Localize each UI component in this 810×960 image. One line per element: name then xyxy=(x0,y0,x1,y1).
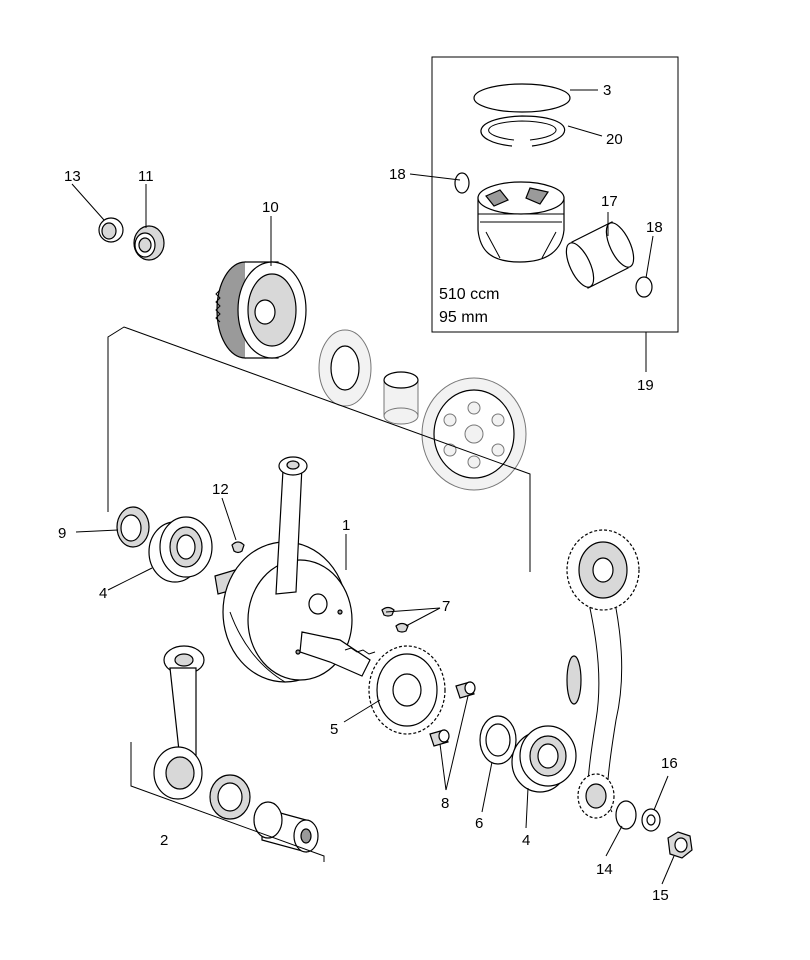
callout-labels: 3 20 18 17 18 510 ccm 95 mm 19 13 11 10 … xyxy=(58,82,678,904)
piston-ring-top xyxy=(473,83,571,113)
needle-bearing-ghost xyxy=(383,371,419,425)
crank-pin-2 xyxy=(253,801,319,853)
screw-8a xyxy=(455,681,476,699)
callout-5: 5 xyxy=(330,721,338,738)
callout-17: 17 xyxy=(601,193,618,210)
oil-seal-9 xyxy=(116,506,150,548)
circlip-14 xyxy=(615,800,637,830)
conrod-bracket xyxy=(130,742,325,862)
callout-14: 14 xyxy=(596,861,613,878)
callout-4-right: 4 xyxy=(522,832,530,849)
callout-6: 6 xyxy=(475,815,483,832)
crankshaft xyxy=(214,541,376,683)
callout-2: 2 xyxy=(160,832,168,849)
nut-15 xyxy=(667,831,693,859)
callout-1: 1 xyxy=(342,517,350,534)
callout-9: 9 xyxy=(58,525,66,542)
callout-3: 3 xyxy=(603,82,611,99)
woodruff-key-12 xyxy=(231,541,245,554)
callout-15: 15 xyxy=(652,887,669,904)
circlip-left xyxy=(454,172,470,194)
callout-4-left: 4 xyxy=(99,585,107,602)
flywheel-gear-10 xyxy=(215,261,307,359)
piston-pin xyxy=(565,221,635,289)
piston-ring-lower xyxy=(480,115,566,147)
callout-20: 20 xyxy=(606,131,623,148)
piston-bore: 95 mm xyxy=(439,309,488,326)
ball-bearing-right xyxy=(511,725,577,793)
needle-bearing-2 xyxy=(209,774,251,820)
washer-16 xyxy=(641,808,661,832)
bearing-11 xyxy=(133,225,165,261)
connecting-rod-upper xyxy=(275,456,308,595)
connecting-rod-lower xyxy=(153,645,205,800)
leader-lines xyxy=(71,89,675,885)
piston-kit-box xyxy=(431,56,679,372)
ball-bearing-left xyxy=(148,516,213,583)
callout-8: 8 xyxy=(441,795,449,812)
piston-displacement: 510 ccm xyxy=(439,286,499,303)
timing-chain xyxy=(566,529,640,819)
screw-8b xyxy=(429,729,450,747)
washer-6 xyxy=(479,715,517,765)
callout-18-left: 18 xyxy=(389,166,406,183)
callout-19: 19 xyxy=(637,377,654,394)
callout-10: 10 xyxy=(262,199,279,216)
piston xyxy=(477,181,565,263)
freewheel-clutch xyxy=(318,329,372,407)
key-7b xyxy=(395,622,409,633)
callout-16: 16 xyxy=(661,755,678,772)
assembly-bracket xyxy=(107,326,531,572)
callout-11: 11 xyxy=(138,168,154,185)
circlip-right xyxy=(635,276,653,298)
callout-7: 7 xyxy=(442,598,450,615)
callout-13: 13 xyxy=(64,168,81,185)
callout-18-right: 18 xyxy=(646,219,663,236)
seal-ring-13 xyxy=(98,217,124,243)
crank-gear-5 xyxy=(368,645,446,735)
callout-12: 12 xyxy=(212,481,229,498)
starter-gear-ghost xyxy=(421,377,527,491)
